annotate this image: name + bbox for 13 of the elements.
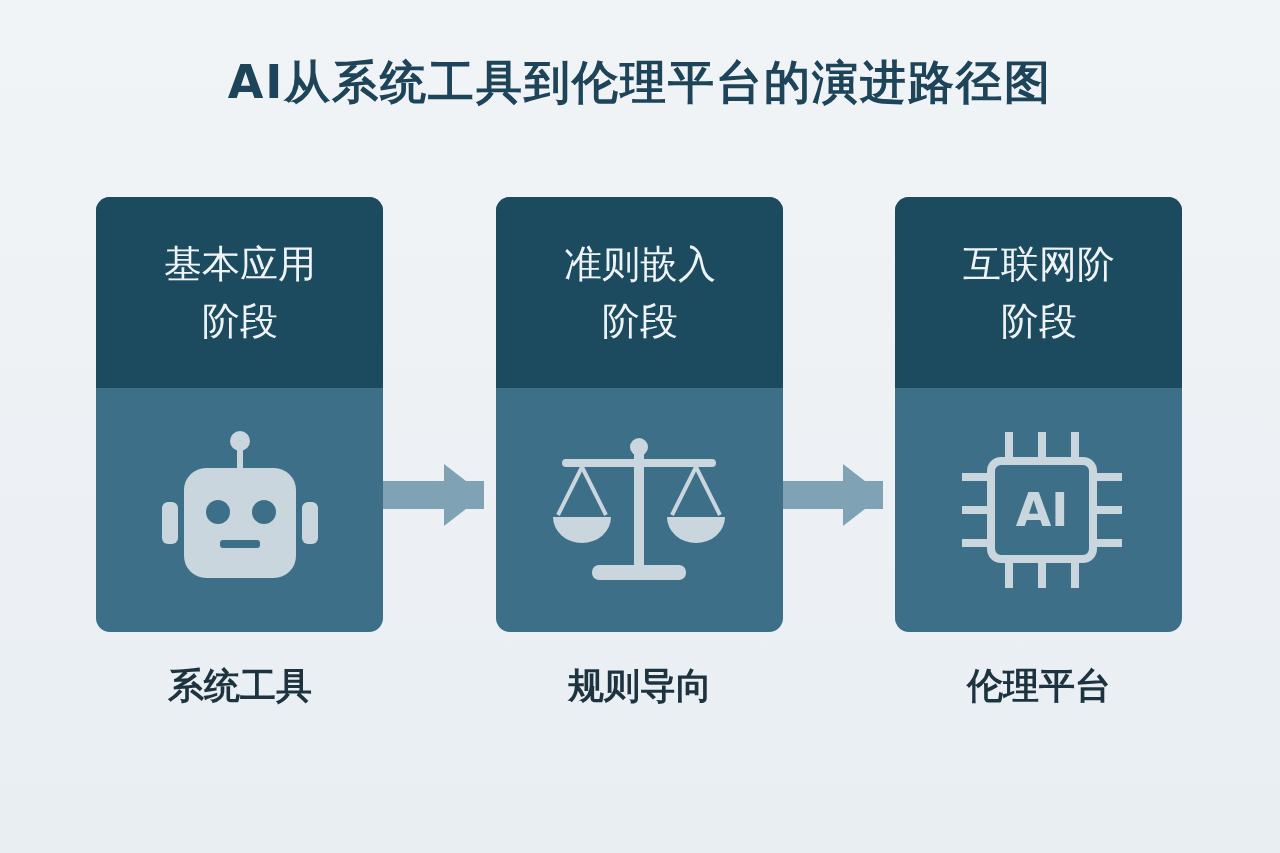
stage-heading: 准则嵌入阶段 [496, 197, 783, 388]
stage-caption: 规则导向 [566, 664, 713, 708]
chip-label: AI [1015, 487, 1069, 533]
stage-card [96, 197, 383, 632]
stage-heading: 互联网阶阶段 [895, 197, 1182, 388]
arrow [383, 464, 484, 526]
stage-card [895, 197, 1182, 632]
stage-heading: 基本应用阶段 [96, 197, 383, 388]
stage-card [496, 197, 783, 632]
diagram-title: AI从系统工具到伦理平台的演进路径图 [226, 54, 1054, 111]
arrow [783, 464, 883, 526]
stage-caption: 伦理平台 [965, 664, 1112, 708]
stage-caption: 系统工具 [166, 664, 313, 708]
